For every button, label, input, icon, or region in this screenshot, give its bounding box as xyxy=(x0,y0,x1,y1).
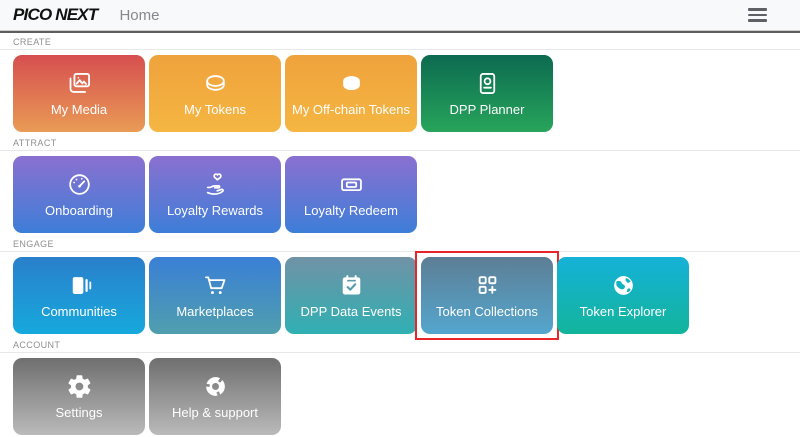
card-loyalty-rewards[interactable]: Loyalty Rewards xyxy=(149,156,281,233)
ticket-icon xyxy=(338,171,365,198)
section-label-attract: ATTRACT xyxy=(13,138,787,148)
section-divider xyxy=(0,49,800,50)
communities-icon xyxy=(66,272,93,299)
card-label: Help & support xyxy=(172,406,258,420)
lifebuoy-icon xyxy=(202,373,229,400)
card-my-tokens[interactable]: My Tokens xyxy=(149,55,281,132)
card-communities[interactable]: Communities xyxy=(13,257,145,334)
section-divider xyxy=(0,352,800,353)
coin-filled-icon xyxy=(338,70,365,97)
card-label: Token Explorer xyxy=(580,305,667,319)
section-label-create: CREATE xyxy=(13,37,787,47)
section-create: CREATE My Media My Tokens xyxy=(0,37,800,132)
section-divider xyxy=(0,150,800,151)
card-dpp-planner[interactable]: DPP Planner xyxy=(421,55,553,132)
card-label: Onboarding xyxy=(45,204,113,218)
card-my-media[interactable]: My Media xyxy=(13,55,145,132)
speedometer-icon xyxy=(66,171,93,198)
card-label: DPP Planner xyxy=(450,103,525,117)
section-account: ACCOUNT Settings xyxy=(0,340,800,435)
calendar-check-icon xyxy=(338,272,365,299)
gear-icon xyxy=(66,373,93,400)
media-images-icon xyxy=(66,70,93,97)
collection-add-icon xyxy=(474,272,501,299)
section-label-engage: ENGAGE xyxy=(13,239,787,249)
cart-icon xyxy=(202,272,229,299)
coin-outline-icon xyxy=(202,70,229,97)
card-token-explorer[interactable]: Token Explorer xyxy=(557,257,689,334)
card-loyalty-redeem[interactable]: Loyalty Redeem xyxy=(285,156,417,233)
card-my-off-chain-tokens[interactable]: My Off-chain Tokens xyxy=(285,55,417,132)
top-navbar: PICO NEXT Home xyxy=(0,0,800,31)
card-label: Loyalty Redeem xyxy=(304,204,398,218)
card-onboarding[interactable]: Onboarding xyxy=(13,156,145,233)
card-label: Marketplaces xyxy=(176,305,253,319)
card-label: My Media xyxy=(51,103,107,117)
card-label: Communities xyxy=(41,305,117,319)
card-label: My Off-chain Tokens xyxy=(292,103,410,117)
card-label: My Tokens xyxy=(184,103,246,117)
card-dpp-data-events[interactable]: DPP Data Events xyxy=(285,257,417,334)
hand-heart-icon xyxy=(202,171,229,198)
section-engage: ENGAGE Communities Marketplaces xyxy=(0,239,800,334)
page-title: Home xyxy=(119,7,159,24)
card-label: DPP Data Events xyxy=(301,305,402,319)
piconext-logo: PICO NEXT xyxy=(13,5,97,25)
card-label: Token Collections xyxy=(436,305,538,319)
card-help-support[interactable]: Help & support xyxy=(149,358,281,435)
section-attract: ATTRACT Onboarding Loyalty xyxy=(0,138,800,233)
section-divider xyxy=(0,251,800,252)
globe-icon xyxy=(610,272,637,299)
card-label: Loyalty Rewards xyxy=(167,204,263,218)
card-settings[interactable]: Settings xyxy=(13,358,145,435)
passport-icon xyxy=(474,70,501,97)
card-marketplaces[interactable]: Marketplaces xyxy=(149,257,281,334)
section-label-account: ACCOUNT xyxy=(13,340,787,350)
card-token-collections[interactable]: Token Collections xyxy=(421,257,553,334)
hamburger-menu-icon[interactable] xyxy=(748,5,767,25)
card-label: Settings xyxy=(56,406,103,420)
